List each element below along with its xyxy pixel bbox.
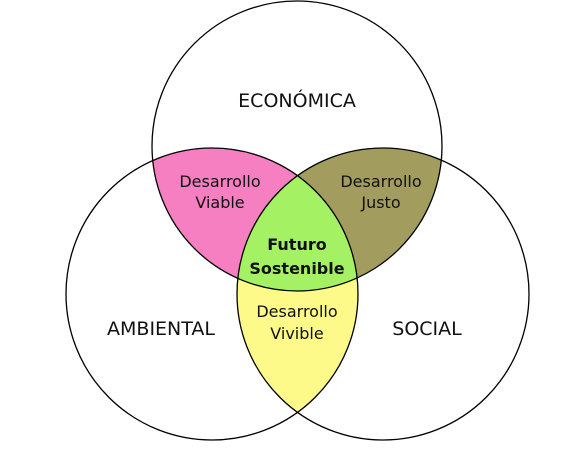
set-label-economica: ECONÓMICA (238, 88, 356, 112)
set-label-social: SOCIAL (392, 318, 462, 340)
region-label-vivible-line1: Desarrollo (256, 302, 337, 321)
circle-ambiental (65, 147, 359, 441)
region-label-justo-line2: Justo (360, 193, 400, 212)
region-label-viable-line1: Desarrollo (179, 172, 260, 191)
region-label-vivible-line2: Vivible (270, 324, 323, 343)
region-label-viable-line2: Viable (195, 193, 244, 212)
region-label-center-line2: Sostenible (249, 259, 344, 278)
region-center-fill (237, 148, 358, 291)
region-label-center-line1: Futuro (267, 235, 326, 254)
circle-social (236, 147, 530, 441)
set-label-ambiental: AMBIENTAL (107, 318, 215, 340)
circle-economica (151, 0, 443, 292)
region-label-justo-line1: Desarrollo (340, 172, 421, 191)
